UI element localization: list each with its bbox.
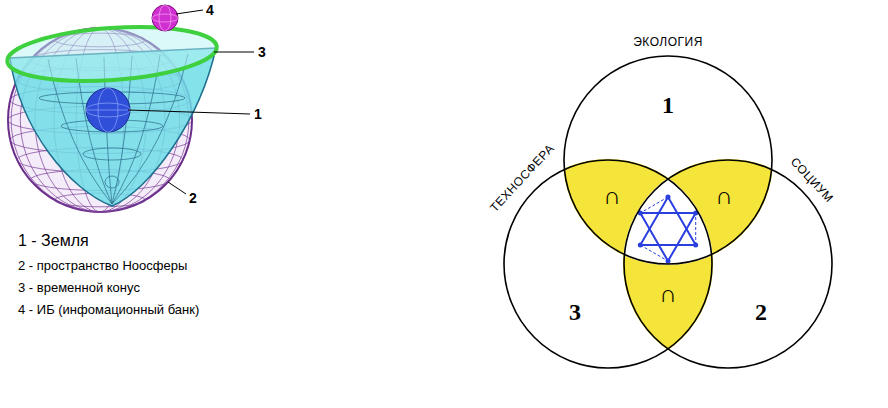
intersection-symbol: ∩: [603, 182, 620, 210]
vertex-dot: [666, 259, 671, 264]
intersection-symbol: ∩: [659, 280, 676, 308]
vertex-dot: [638, 243, 643, 248]
time-cone-rim: [5, 21, 218, 88]
legend-text: 3 - временной конус: [18, 280, 140, 295]
hexagram-symbol: [638, 195, 698, 264]
callout-number: 1: [254, 106, 262, 122]
region-number: 1: [662, 92, 674, 119]
earth-sphere: [86, 88, 130, 132]
circle-title: ЭКОЛОГИЯ: [633, 35, 703, 49]
legend-text: 2 - пространство Ноосферы: [18, 258, 187, 273]
callout-number: 3: [258, 44, 266, 60]
dashed-line: [640, 245, 668, 261]
vertex-dot: [693, 243, 698, 248]
intersection-fill: [503, 55, 833, 369]
info-bank-sphere: [152, 5, 178, 31]
circle-title: СОЦИУМ: [788, 155, 836, 205]
cone-ring: [105, 176, 119, 188]
callout-number: 4: [206, 2, 214, 18]
dashed-line: [640, 197, 668, 213]
legend-text: 4 - ИБ (инфомационный банк): [18, 302, 199, 317]
venn-circle: ЭКОЛОГИЯ1: [563, 55, 773, 265]
cone-ring: [83, 148, 141, 160]
intersection-symbol: ∩: [715, 182, 732, 210]
legend-text: 1 - Земля: [18, 232, 89, 250]
dashed-line: [695, 213, 696, 245]
leader-lines: [128, 10, 254, 194]
vertex-dot: [666, 195, 671, 200]
circle-title: ТЕХНОСФЕРА: [487, 141, 557, 214]
triangle: [640, 213, 695, 261]
region-number: 2: [755, 299, 767, 326]
callout-number: 2: [189, 190, 197, 206]
region-number: 3: [569, 299, 581, 326]
triangle: [640, 197, 695, 245]
circle-outline: [563, 55, 773, 265]
